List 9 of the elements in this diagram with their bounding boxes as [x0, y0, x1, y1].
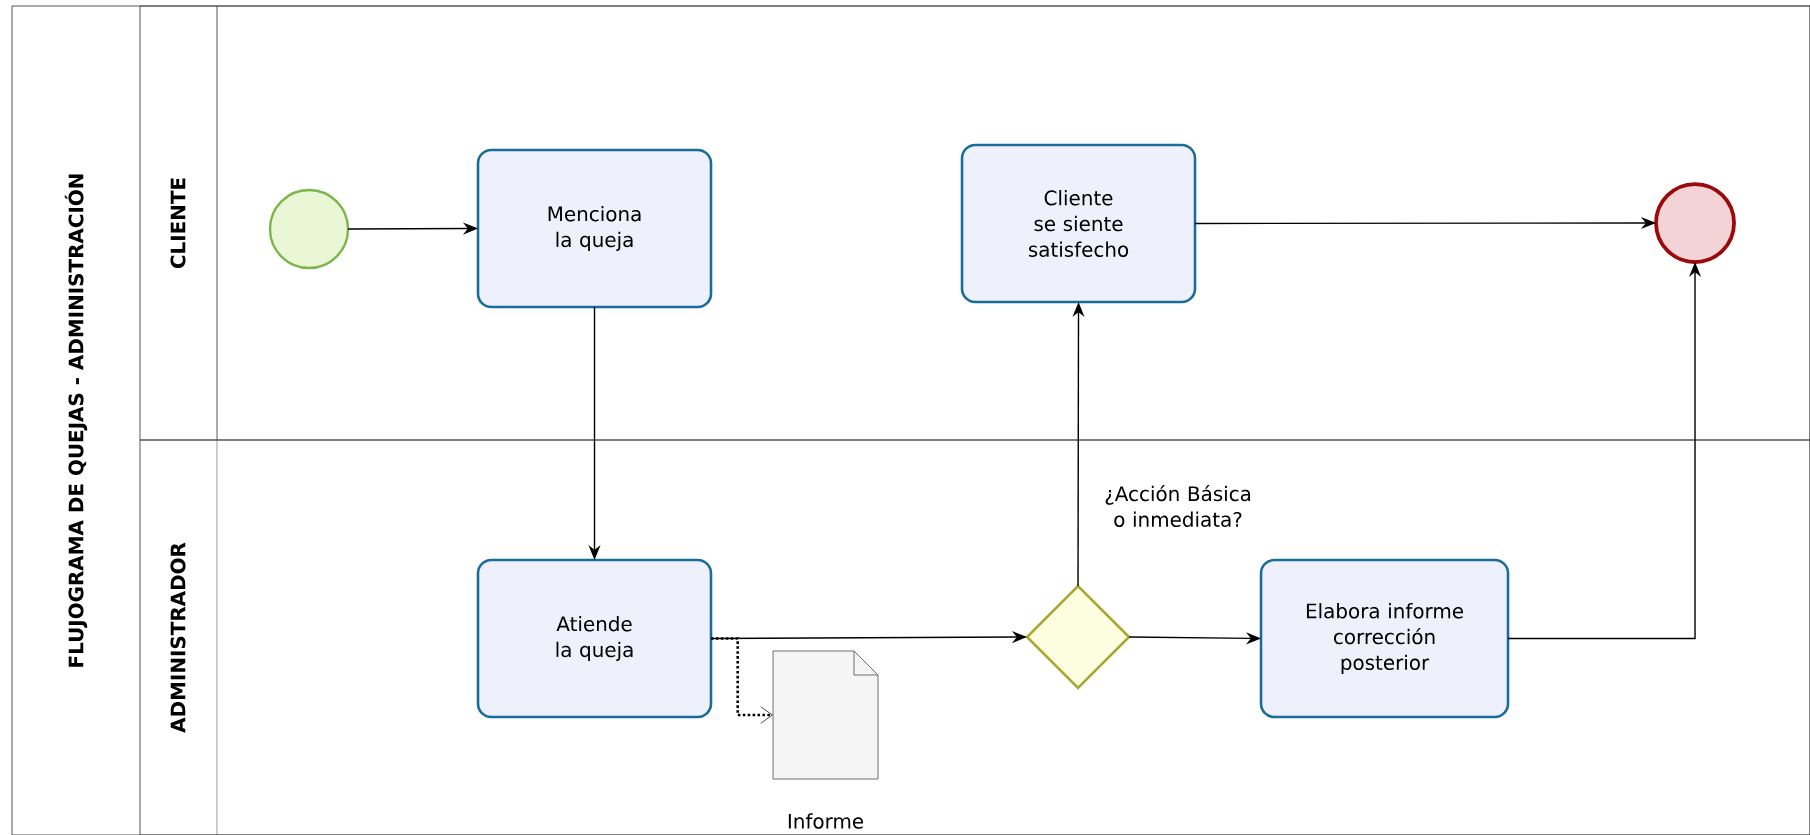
question-label: ¿Acción Básica o inmediata? — [1105, 485, 1251, 527]
task-box: Cliente se siente satisfecho — [960, 143, 1197, 304]
task-box: Menciona la queja — [476, 148, 713, 309]
decision-diamond — [1025, 584, 1131, 690]
end-event-circle — [1654, 182, 1736, 264]
task-box: Atiende la queja — [476, 558, 713, 719]
association-arrow — [711, 637, 773, 724]
task-box: Elabora informe corrección posterior — [1259, 558, 1510, 719]
start-event-circle — [268, 188, 350, 270]
